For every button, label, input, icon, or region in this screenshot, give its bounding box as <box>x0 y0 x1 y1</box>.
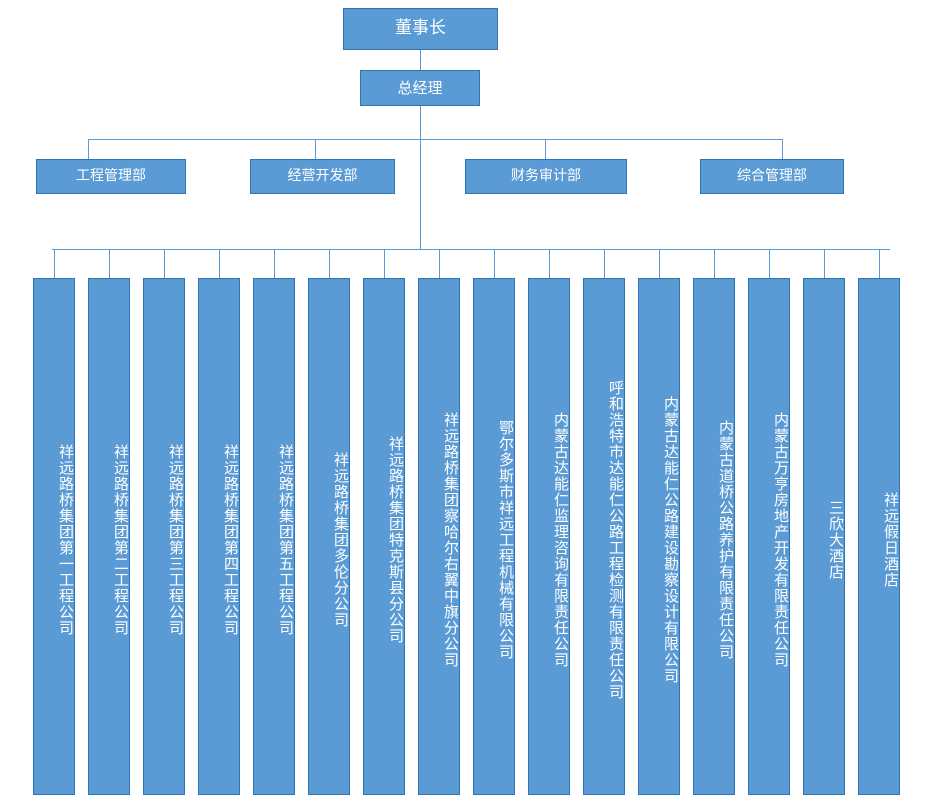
org-node-subsidiary[interactable]: 祥远路桥集团第五工程公司 <box>253 278 295 795</box>
connector-subsidiary-15 <box>824 249 825 278</box>
org-node-department-business-development[interactable]: 经营开发部 <box>250 159 395 194</box>
connector-department-3 <box>545 139 546 159</box>
connector-subsidiary-11 <box>604 249 605 278</box>
org-node-department-engineering-management[interactable]: 工程管理部 <box>36 159 186 194</box>
connector-subsidiary-13 <box>714 249 715 278</box>
connector-subsidiary-1 <box>54 249 55 278</box>
org-node-subsidiary[interactable]: 三欣大酒店 <box>803 278 845 795</box>
org-node-subsidiary[interactable]: 祥远假日酒店 <box>858 278 900 795</box>
org-node-subsidiary[interactable]: 内蒙古达能仁公路建设勘察设计有限公司 <box>638 278 680 795</box>
org-node-subsidiary[interactable]: 祥远路桥集团第二工程公司 <box>88 278 130 795</box>
org-node-subsidiary[interactable]: 内蒙古道桥公路养护有限责任公司 <box>693 278 735 795</box>
connector-subsidiary-12 <box>659 249 660 278</box>
org-node-subsidiary[interactable]: 祥远路桥集团特克斯县分公司 <box>363 278 405 795</box>
connector-subsidiary-6 <box>329 249 330 278</box>
org-node-department-finance-audit[interactable]: 财务审计部 <box>465 159 627 194</box>
org-node-subsidiary[interactable]: 祥远路桥集团第四工程公司 <box>198 278 240 795</box>
connector-subsidiary-9 <box>494 249 495 278</box>
org-node-general-manager[interactable]: 总经理 <box>360 70 480 106</box>
org-node-subsidiary[interactable]: 祥远路桥集团察哈尔右翼中旗分公司 <box>418 278 460 795</box>
connector-subsidiary-8 <box>439 249 440 278</box>
org-node-subsidiary[interactable]: 祥远路桥集团第一工程公司 <box>33 278 75 795</box>
department-bus-line <box>88 139 782 140</box>
org-node-subsidiary[interactable]: 祥远路桥集团多伦分公司 <box>308 278 350 795</box>
org-node-subsidiary[interactable]: 呼和浩特市达能仁公路工程检测有限责任公司 <box>583 278 625 795</box>
org-node-department-general-administration[interactable]: 综合管理部 <box>700 159 844 194</box>
connector-chairman-to-gm <box>420 50 421 70</box>
connector-subsidiary-16 <box>879 249 880 278</box>
connector-subsidiary-10 <box>549 249 550 278</box>
connector-gm-to-department-bus <box>420 106 421 139</box>
connector-subsidiary-5 <box>274 249 275 278</box>
org-node-subsidiary[interactable]: 内蒙古达能仁监理咨询有限责任公司 <box>528 278 570 795</box>
connector-department-2 <box>315 139 316 159</box>
connector-subsidiary-7 <box>384 249 385 278</box>
connector-subsidiary-14 <box>769 249 770 278</box>
org-node-subsidiary[interactable]: 鄂尔多斯市祥远工程机械有限公司 <box>473 278 515 795</box>
connector-department-4 <box>782 139 783 159</box>
org-node-subsidiary[interactable]: 内蒙古万亨房地产开发有限责任公司 <box>748 278 790 795</box>
org-node-subsidiary[interactable]: 祥远路桥集团第三工程公司 <box>143 278 185 795</box>
connector-gm-to-subsidiary-bus <box>420 139 421 249</box>
org-node-chairman[interactable]: 董事长 <box>343 8 498 50</box>
connector-subsidiary-4 <box>219 249 220 278</box>
connector-subsidiary-3 <box>164 249 165 278</box>
connector-department-1 <box>88 139 89 159</box>
connector-subsidiary-2 <box>109 249 110 278</box>
subsidiary-bus-line <box>52 249 890 250</box>
